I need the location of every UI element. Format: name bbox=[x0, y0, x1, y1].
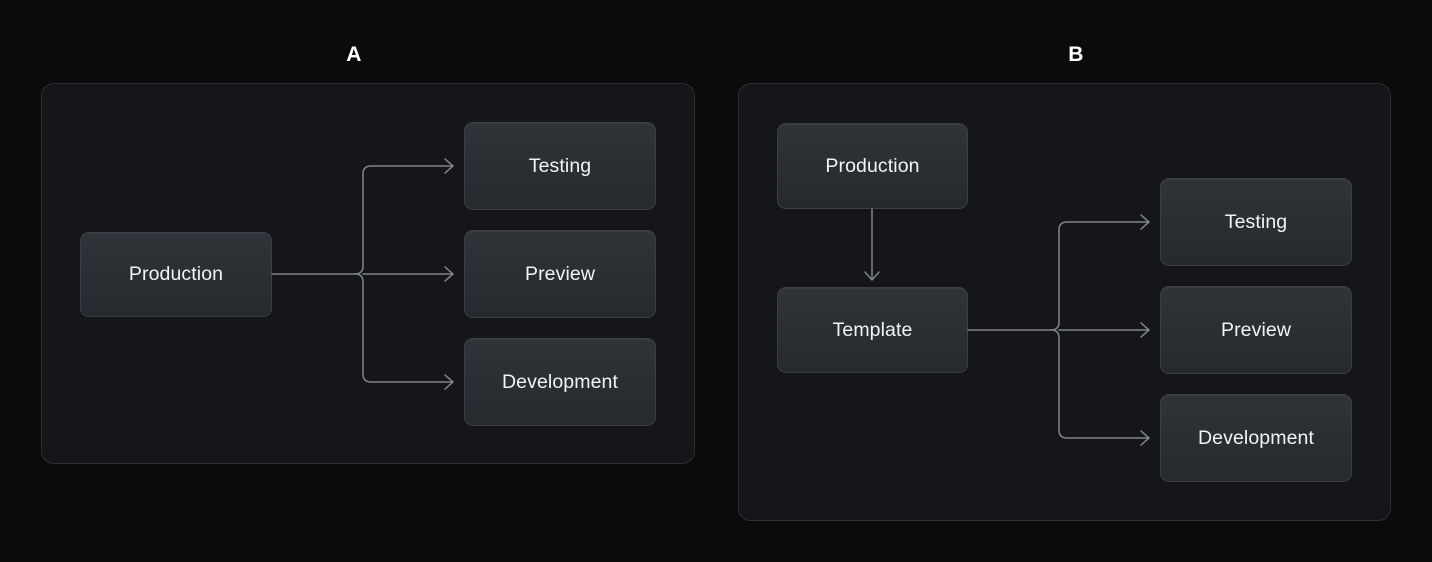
node-a-testing[interactable]: Testing bbox=[464, 122, 656, 210]
node-b-preview[interactable]: Preview bbox=[1160, 286, 1352, 374]
panel-b-label: B bbox=[1068, 43, 1084, 66]
panel-a-label: A bbox=[346, 43, 362, 66]
node-a-production[interactable]: Production bbox=[80, 232, 272, 317]
node-a-preview[interactable]: Preview bbox=[464, 230, 656, 318]
node-a-development[interactable]: Development bbox=[464, 338, 656, 426]
node-b-production[interactable]: Production bbox=[777, 123, 968, 209]
node-b-development[interactable]: Development bbox=[1160, 394, 1352, 482]
node-b-testing[interactable]: Testing bbox=[1160, 178, 1352, 266]
node-b-template[interactable]: Template bbox=[777, 287, 968, 373]
